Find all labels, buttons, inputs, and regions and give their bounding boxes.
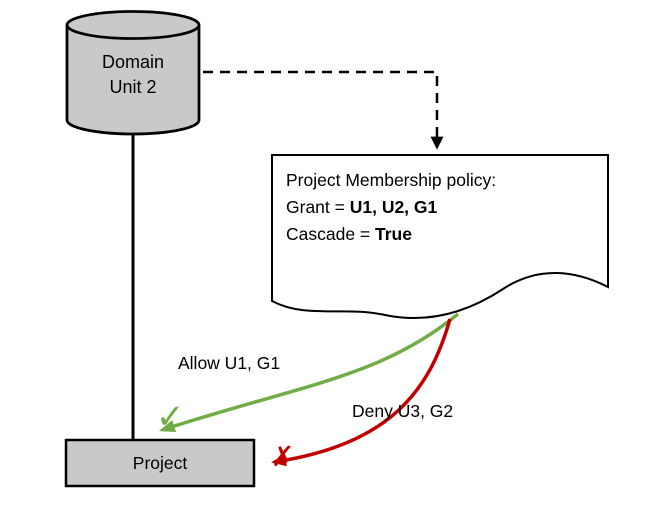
project-node-label: Project (132, 452, 188, 473)
policy-cascade-line: Cascade = True (286, 221, 496, 248)
deny-cross-icon: ✗ (271, 441, 295, 472)
domain-unit-label-line2: Unit 2 (109, 77, 157, 97)
project-box (64, 438, 256, 488)
policy-title: Project Membership policy: (286, 170, 497, 190)
policy-document-shape (271, 154, 609, 319)
policy-cascade-value: True (375, 224, 412, 244)
allow-arrow (158, 312, 460, 433)
policy-grant-label: Grant = (286, 197, 350, 217)
allow-edge-label: Allow U1, G1 (178, 353, 281, 373)
policy-grant-line: Grant = U1, U2, G1 (286, 194, 496, 221)
domain-unit-label: Domain Unit 2 (67, 50, 199, 100)
domain-unit-cylinder-top (65, 10, 201, 40)
policy-dashed-connector (203, 70, 444, 150)
deny-arrow (271, 318, 452, 467)
deny-edge-label: Deny U3, G2 (352, 401, 454, 421)
policy-cascade-label: Cascade = (286, 224, 376, 244)
allow-check-icon: ✓ (156, 398, 185, 436)
domain-unit-label-line1: Domain (101, 52, 165, 72)
policy-grant-value: U1, U2, G1 (349, 197, 438, 217)
policy-note-text: Project Membership policy: Grant = U1, U… (286, 167, 496, 248)
domain-unit-cylinder-body (65, 25, 201, 136)
